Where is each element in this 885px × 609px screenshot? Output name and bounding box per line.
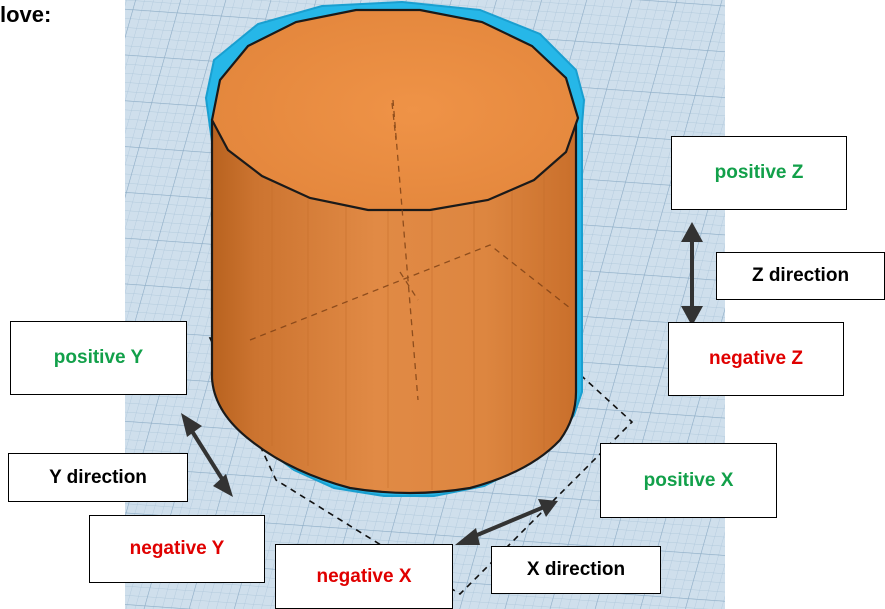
- y-direction-label: Y direction: [8, 453, 188, 502]
- x-direction-arrow: [455, 499, 558, 545]
- x-direction-label: X direction: [491, 546, 661, 594]
- negative-y-label: negative Y: [89, 515, 265, 583]
- positive-y-label: positive Y: [10, 321, 187, 395]
- y-direction-arrow: [181, 413, 233, 497]
- cylinder-body: [210, 116, 578, 495]
- negative-x-label: negative X: [275, 544, 453, 609]
- cylinder-facets: [239, 152, 545, 490]
- z-direction-arrow: [681, 222, 703, 326]
- heading-fragment: love:: [0, 2, 52, 27]
- hidden-edges: [249, 99, 571, 401]
- cylinder-top: [210, 8, 580, 212]
- positive-x-label: positive X: [600, 443, 777, 518]
- positive-z-label: positive Z: [671, 136, 847, 210]
- negative-z-label: negative Z: [668, 322, 844, 396]
- z-direction-label: Z direction: [716, 252, 885, 300]
